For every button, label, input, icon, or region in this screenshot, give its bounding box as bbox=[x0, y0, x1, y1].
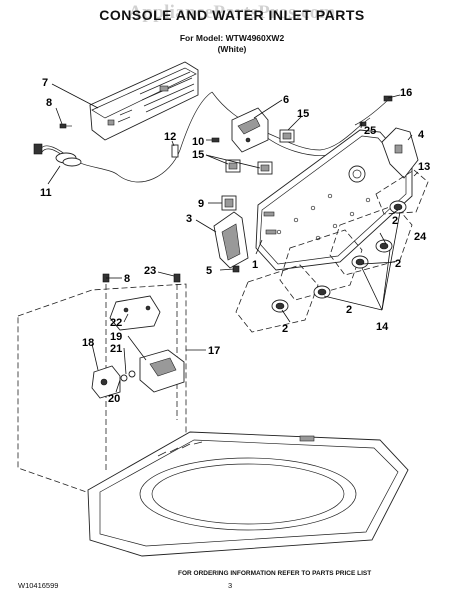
callout-16: 16 bbox=[400, 87, 412, 99]
control-knobs bbox=[235, 200, 413, 333]
inlet-bracket bbox=[109, 295, 161, 331]
switch-left-b bbox=[257, 161, 273, 175]
cabinet-top bbox=[87, 431, 409, 557]
cord-clip bbox=[171, 144, 179, 158]
callout-19: 19 bbox=[110, 331, 122, 343]
ordering-info: FOR ORDERING INFORMATION REFER TO PARTS … bbox=[178, 570, 372, 577]
knob-dashed-region-13 bbox=[375, 169, 429, 215]
control-screw bbox=[211, 137, 220, 143]
callout-8-lower: 8 bbox=[124, 273, 130, 285]
callout-2-right: 2 bbox=[392, 215, 398, 227]
watermark-text: AppliancePartsPros.com bbox=[128, 2, 336, 23]
callout-15-left: 15 bbox=[192, 149, 204, 161]
callout-9: 9 bbox=[198, 198, 204, 210]
callout-17: 17 bbox=[208, 345, 220, 357]
callout-numbers: 7 8 11 12 10 6 15 15 16 25 4 13 9 3 5 1 … bbox=[40, 77, 430, 405]
callout-18: 18 bbox=[82, 337, 94, 349]
water-inlet-valve bbox=[139, 349, 185, 393]
model-number: For Model: WTW4960XW2 bbox=[179, 33, 285, 43]
callout-2-middle: 2 bbox=[395, 258, 401, 270]
callout-13: 13 bbox=[418, 161, 430, 173]
callout-23: 23 bbox=[144, 265, 156, 277]
switch-left-a bbox=[225, 159, 241, 173]
callout-24: 24 bbox=[414, 231, 427, 243]
callout-2-bottom: 2 bbox=[282, 323, 288, 335]
callout-6: 6 bbox=[283, 94, 289, 106]
switch-upper bbox=[279, 129, 295, 143]
callout-3: 3 bbox=[186, 213, 192, 225]
callout-8-top: 8 bbox=[46, 97, 52, 109]
callout-5: 5 bbox=[206, 265, 212, 277]
console-left-end-cap bbox=[213, 211, 249, 269]
model-color: (White) bbox=[217, 44, 247, 54]
callout-7: 7 bbox=[42, 77, 48, 89]
callout-12: 12 bbox=[164, 131, 176, 143]
callout-11: 11 bbox=[40, 187, 52, 199]
callout-10: 10 bbox=[192, 136, 204, 148]
diagram-title: CONSOLE AND WATER INLET PARTS bbox=[99, 7, 365, 23]
callout-2-lower: 2 bbox=[346, 304, 352, 316]
callout-21: 21 bbox=[110, 343, 122, 355]
callout-20: 20 bbox=[108, 393, 120, 405]
page-number: 3 bbox=[228, 581, 233, 590]
callout-22: 22 bbox=[110, 317, 122, 329]
inlet-fitting bbox=[91, 365, 121, 399]
callout-15-upper: 15 bbox=[297, 108, 309, 120]
power-cord bbox=[33, 91, 213, 183]
leader-lines bbox=[47, 83, 419, 393]
callout-14: 14 bbox=[376, 321, 389, 333]
callout-1: 1 bbox=[252, 259, 258, 271]
document-code: W10416599 bbox=[18, 581, 59, 590]
control-board bbox=[231, 107, 269, 153]
rear-console-panel bbox=[89, 61, 199, 141]
console-housing bbox=[255, 129, 413, 271]
selector-switch bbox=[221, 195, 237, 211]
screw-top-left bbox=[59, 123, 72, 129]
console-end-cap bbox=[381, 127, 419, 179]
inlet-washers bbox=[120, 370, 136, 382]
callout-4: 4 bbox=[418, 129, 425, 141]
callout-25: 25 bbox=[364, 125, 376, 137]
